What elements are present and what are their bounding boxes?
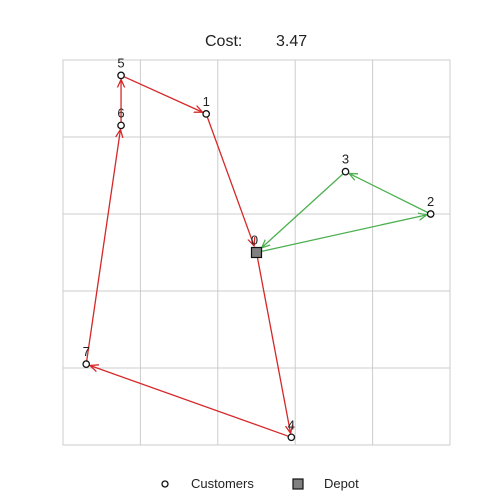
customer-label-2: 2 [427, 194, 434, 209]
route-1-edge-4-to-7 [90, 365, 292, 438]
route-2-edge-2-to-3 [349, 173, 431, 215]
customer-node-3 [341, 167, 350, 176]
route-2-edge-3-to-0 [262, 171, 346, 248]
legend-customer-marker [161, 480, 169, 488]
route-1-edge-1-to-0 [205, 113, 254, 246]
legend-depot-label: Depot [324, 476, 359, 491]
legend: Customers Depot [161, 476, 359, 491]
legend-customers-label: Customers [191, 476, 254, 491]
customer-node-7 [82, 360, 91, 368]
route-1-edge-0-to-4 [255, 252, 291, 434]
routes [85, 74, 431, 438]
plot-frame [62, 59, 451, 446]
customer-label-1: 1 [203, 94, 210, 109]
cost-value: 3.47 [276, 33, 307, 50]
customer-node-2 [426, 210, 435, 218]
route-1-edge-5-to-1 [120, 74, 202, 112]
customer-label-5: 5 [117, 55, 124, 70]
route-1-edge-7-to-6 [85, 129, 120, 365]
grid [62, 59, 451, 446]
customer-node-5 [117, 71, 125, 80]
customer-node-6 [117, 121, 125, 130]
nodes: 1 2 3 4 5 6 7 0 [82, 55, 435, 442]
cost-label: Cost: [205, 33, 242, 50]
customer-label-3: 3 [342, 152, 349, 167]
customer-node-1 [202, 110, 211, 118]
depot-label: 0 [251, 233, 258, 248]
legend-depot-marker [292, 478, 304, 490]
customer-label-7: 7 [83, 344, 90, 359]
customer-node-4 [287, 433, 296, 442]
route-2-edge-0-to-2 [256, 215, 427, 254]
plot-title: Cost: 3.47 [205, 33, 307, 50]
customer-label-6: 6 [117, 105, 124, 120]
depot-node [250, 246, 263, 259]
customer-label-4: 4 [288, 417, 295, 432]
